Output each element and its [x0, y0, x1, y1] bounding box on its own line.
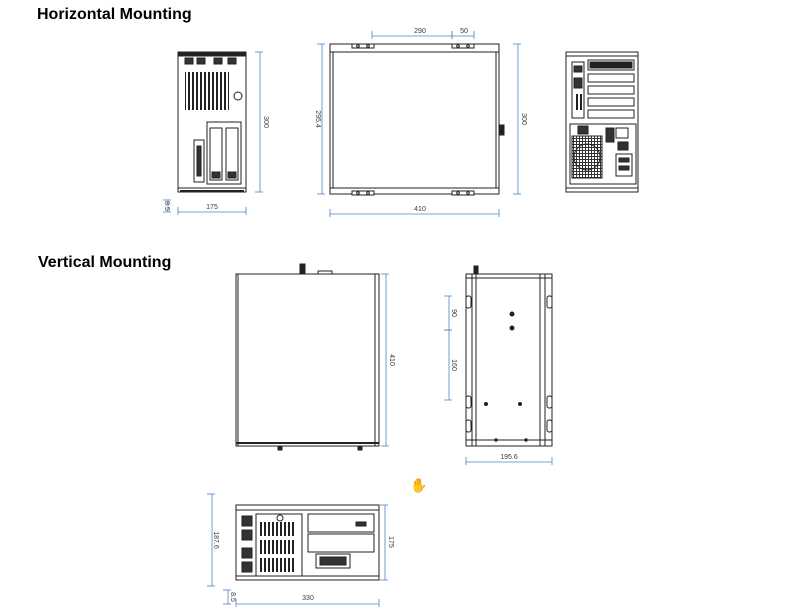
dimension-v-bottom-foot: 8.5: [223, 589, 236, 605]
dimension-label: 8.5: [229, 592, 236, 602]
dimension-label: 160: [450, 359, 457, 371]
vertical-side-view: [235, 263, 380, 451]
dimension-h-front-foot: 8.5: [163, 199, 171, 213]
vertical-end-view: [465, 265, 553, 447]
hand-cursor-icon: ✋: [410, 478, 428, 494]
dimension-label: 410: [388, 354, 395, 366]
dimension-v-bottom-width: 330: [235, 595, 380, 607]
dimension-h-front-height: 300: [255, 51, 269, 193]
dimension-h-side-right: 300: [513, 43, 527, 195]
heading-horizontal-mounting: Horizontal Mounting: [37, 6, 192, 23]
dimension-label: 295.4: [314, 110, 321, 128]
dimension-label: 187.6: [212, 531, 219, 549]
dimension-label: 175: [206, 204, 218, 211]
dimension-label: 300: [262, 116, 269, 128]
dimension-label: 195.6: [500, 454, 518, 461]
dimension-v-end-a: 90: [444, 295, 457, 331]
vertical-bottom-view: [235, 504, 380, 581]
dimension-h-side-top-a: 290: [371, 28, 453, 39]
dimension-h-side-left: 295.4: [314, 43, 325, 195]
dimension-label: 300: [520, 113, 527, 125]
dimension-label: 175: [387, 536, 394, 548]
dimension-label: 50: [460, 28, 468, 35]
dimension-label: 410: [414, 206, 426, 213]
dimension-v-side-height: 410: [381, 273, 395, 447]
dimension-h-front-width: 175: [177, 204, 247, 215]
dimension-v-bottom-right: 175: [380, 504, 394, 581]
horizontal-side-view: [329, 43, 505, 196]
dimension-label: 330: [302, 595, 314, 602]
dimension-label: 8.5: [163, 201, 170, 211]
dimension-h-side-bottom: 410: [329, 206, 500, 217]
heading-vertical-mounting: Vertical Mounting: [38, 254, 172, 271]
dimension-h-side-top-b: 50: [451, 28, 475, 39]
dimension-v-bottom-left: 187.6: [207, 493, 219, 587]
dimension-v-end-b: 160: [444, 329, 457, 401]
horizontal-front-view: [177, 51, 247, 193]
dimension-label: 290: [414, 28, 426, 35]
dimension-v-end-width: 195.6: [465, 454, 553, 465]
horizontal-rear-view: [565, 51, 639, 193]
dimension-label: 90: [450, 309, 457, 317]
